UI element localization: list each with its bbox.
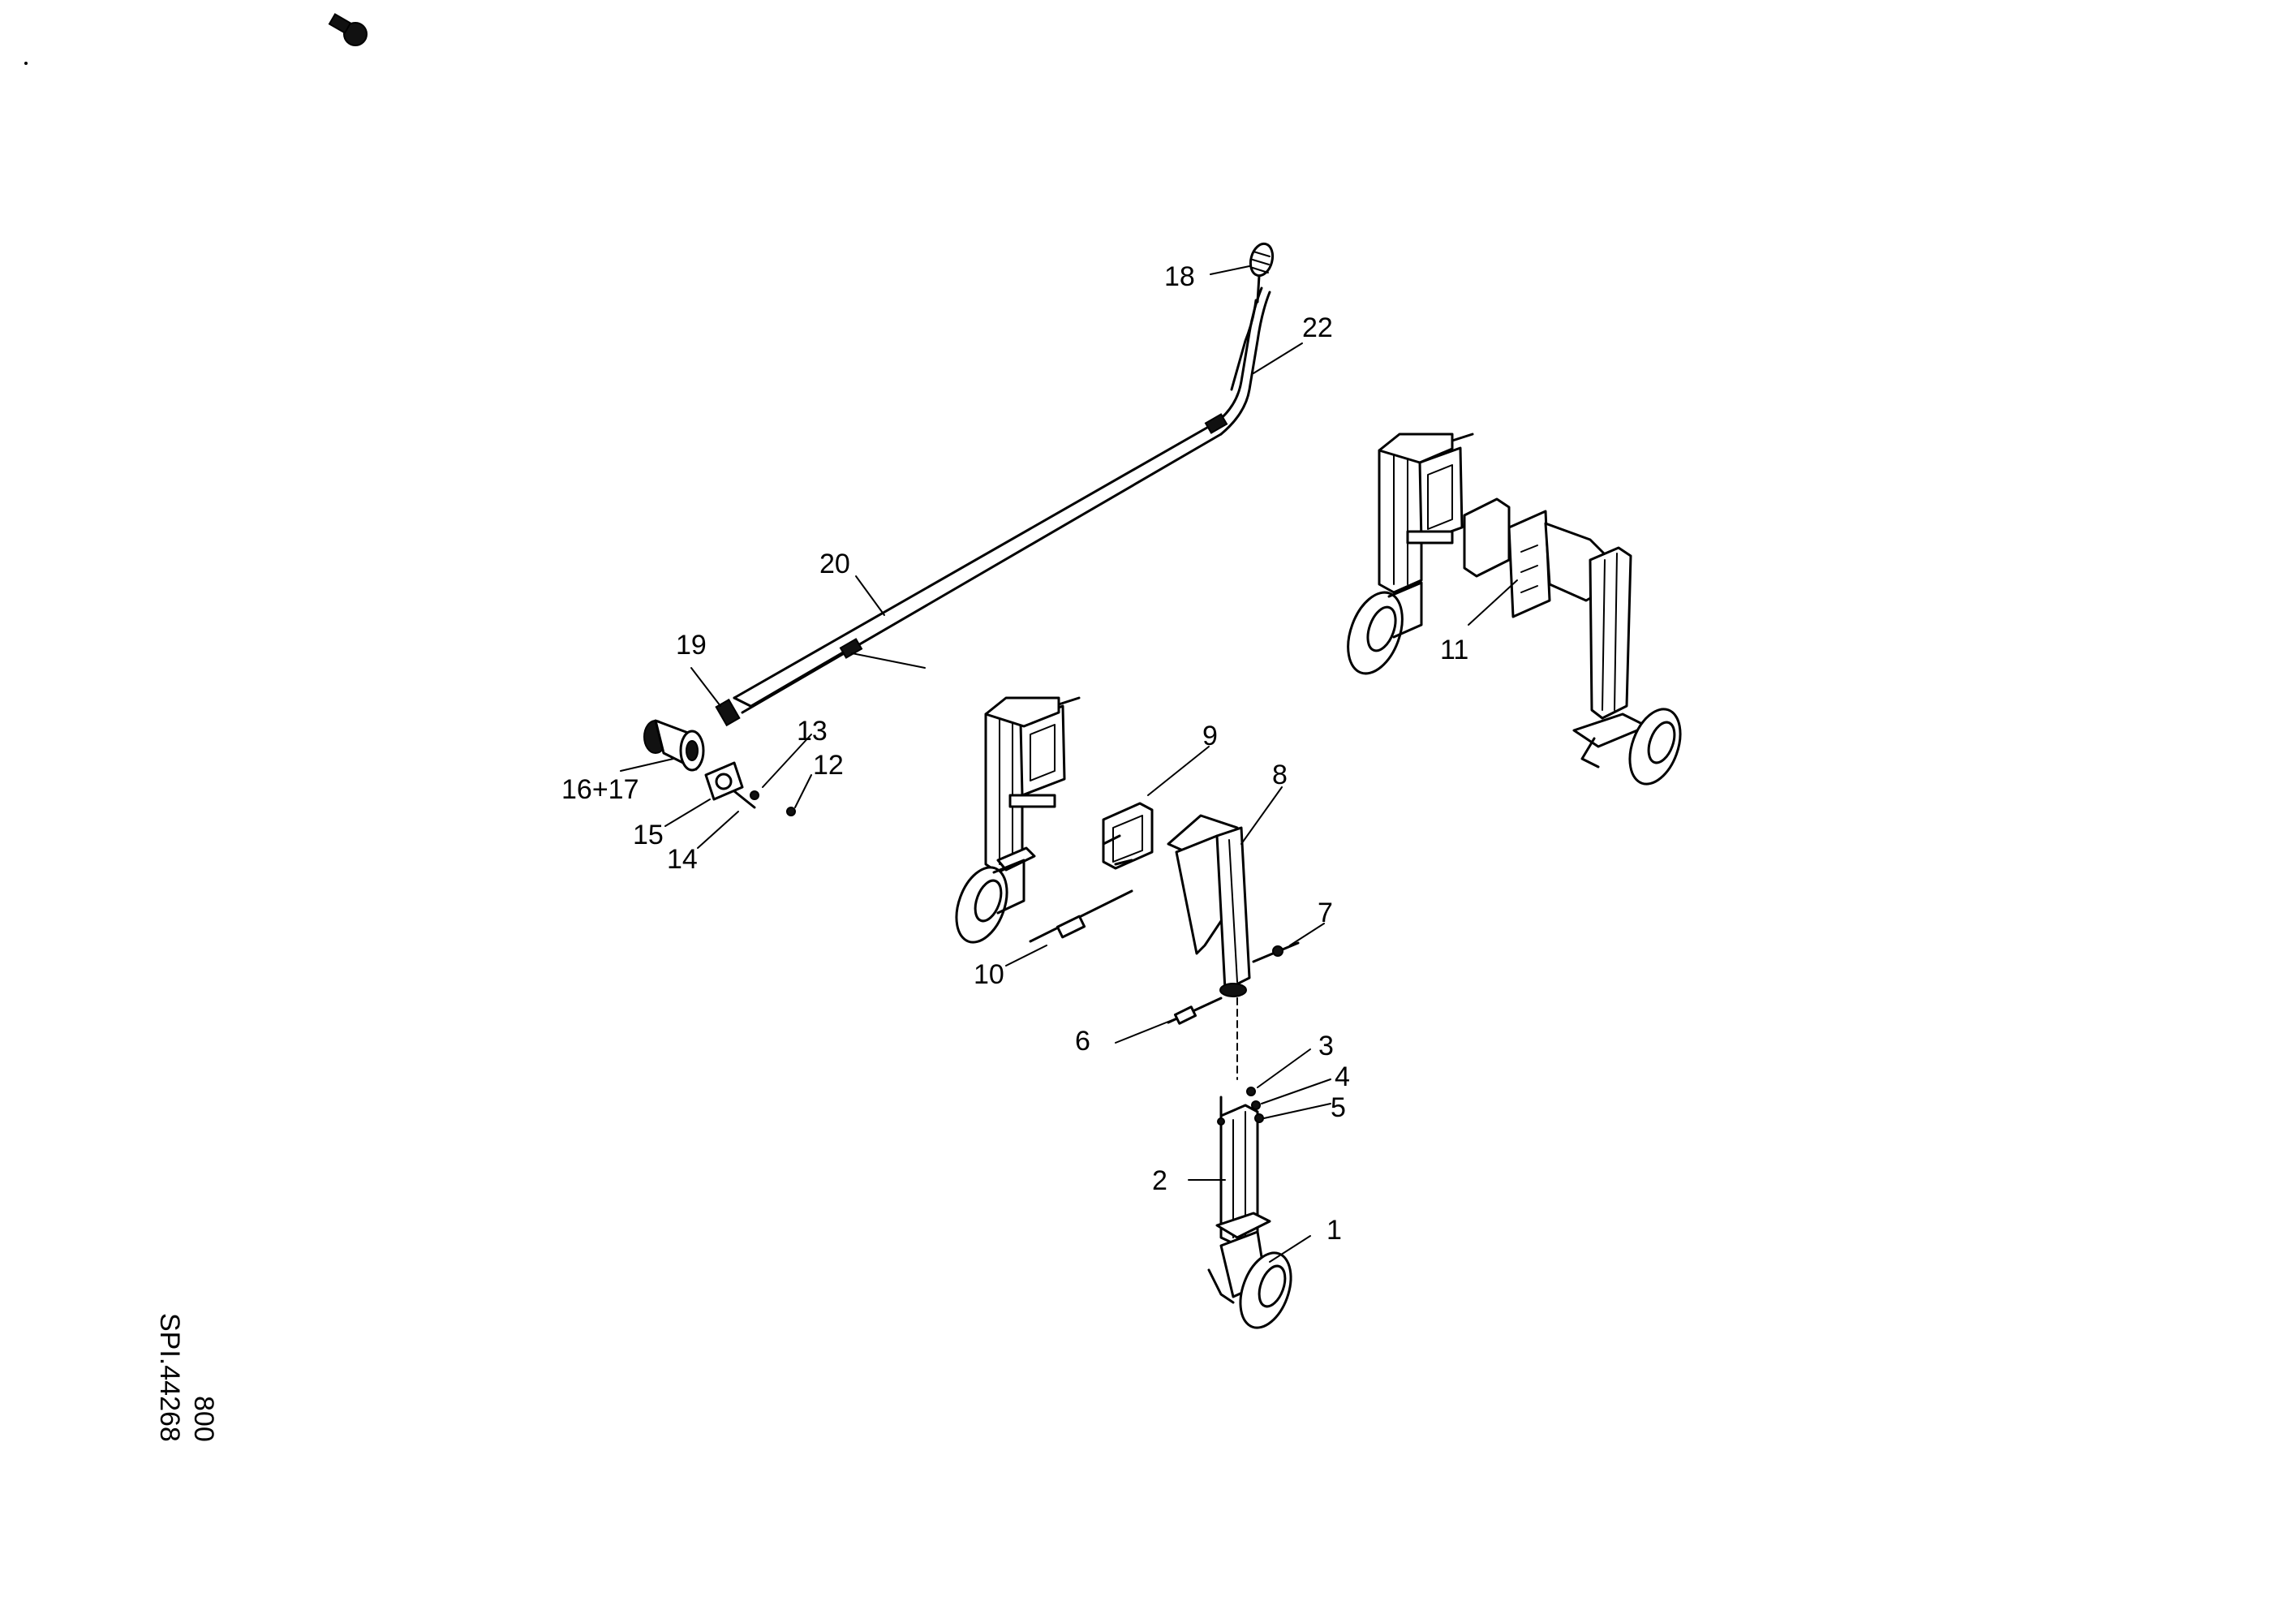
callout-20: 18	[1164, 261, 1195, 292]
stray-knob-mark	[24, 13, 368, 65]
drawing-reference-block: SPI.44268 800	[154, 1313, 219, 1442]
callout-labels: 18 22 20 19 13 12 16+17 15 14 9 8 7 10 6…	[561, 261, 1468, 1246]
callout-4: 4	[1335, 1061, 1350, 1092]
drawing-reference-number: SPI.44268	[154, 1313, 185, 1442]
leader-lines	[620, 265, 1518, 1263]
drawing-sheet-number: 800	[188, 1396, 219, 1442]
callout-5: 5	[1331, 1092, 1346, 1123]
connector-parts	[643, 719, 796, 816]
callout-10: 10	[974, 959, 1004, 990]
rear-right-leg-with-bracket	[1347, 433, 1682, 786]
front-center-leg	[1029, 802, 1300, 1329]
rear-left-leg	[955, 696, 1081, 944]
callout-9: 9	[1202, 721, 1218, 751]
cable-assembly	[715, 242, 1275, 727]
callout-11: 11	[1440, 635, 1468, 665]
callout-12: 12	[813, 750, 844, 781]
callout-6: 6	[1075, 1026, 1090, 1057]
callout-2: 2	[1152, 1165, 1167, 1196]
callout-15: 15	[633, 820, 664, 850]
callout-3: 3	[1318, 1031, 1334, 1061]
callout-18: 19	[676, 630, 707, 661]
callout-7: 7	[1318, 898, 1333, 928]
callout-14: 14	[667, 844, 698, 875]
callout-21: 22	[1302, 312, 1333, 343]
callout-1: 1	[1326, 1215, 1342, 1246]
callout-19: 20	[819, 549, 850, 579]
callout-8: 8	[1272, 760, 1288, 790]
callout-13: 13	[797, 716, 828, 747]
callout-16-17: 16+17	[561, 774, 639, 805]
